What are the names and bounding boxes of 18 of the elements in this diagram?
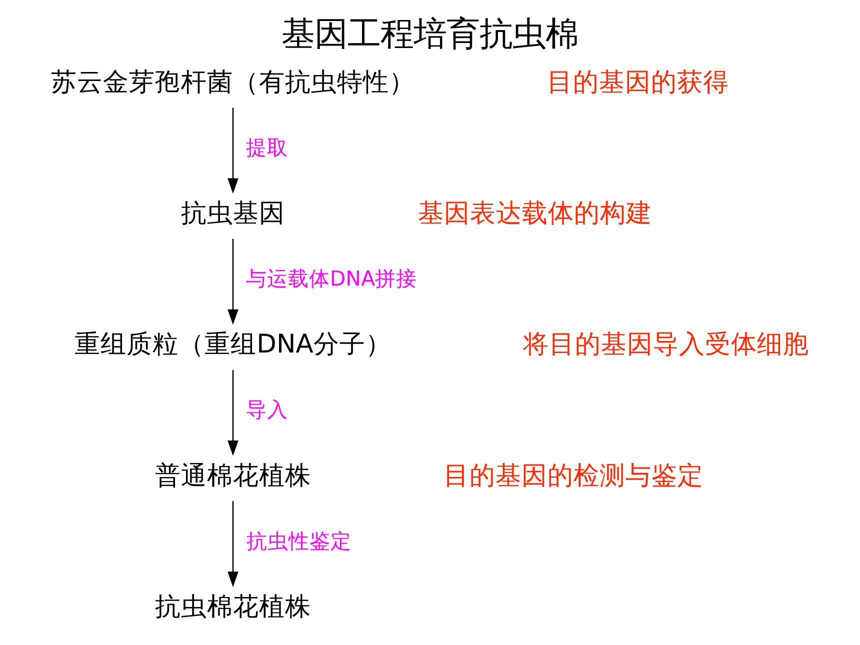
node-text: 抗虫棉花植株: [154, 592, 311, 622]
arrow: [228, 238, 238, 325]
arrow: [228, 108, 238, 194]
label: 基因表达载体的构建: [418, 198, 652, 229]
edge-label: 提取: [246, 135, 288, 160]
label: 将目的基因导入受体细胞: [523, 330, 810, 360]
edge-label: 抗虫性鉴定: [246, 528, 352, 553]
node-text: 抗虫基因: [180, 198, 285, 229]
edge-label: 导入: [246, 398, 288, 422]
arrow: [228, 501, 238, 588]
node-text: 苏云金芽孢杆菌（有抗虫特性）: [50, 67, 415, 98]
node-text: 重组质粒（重组DNA分子）: [74, 330, 392, 360]
diagram-title: 基因工程培育抗虫棉: [282, 14, 578, 54]
label: 目的基因的检测与鉴定: [444, 460, 704, 491]
arrow: [228, 370, 238, 456]
edge-label: 与运载体DNA拼接: [246, 266, 418, 291]
label: 目的基因的获得: [546, 67, 729, 98]
node-text: 普通棉花植株: [154, 460, 311, 491]
